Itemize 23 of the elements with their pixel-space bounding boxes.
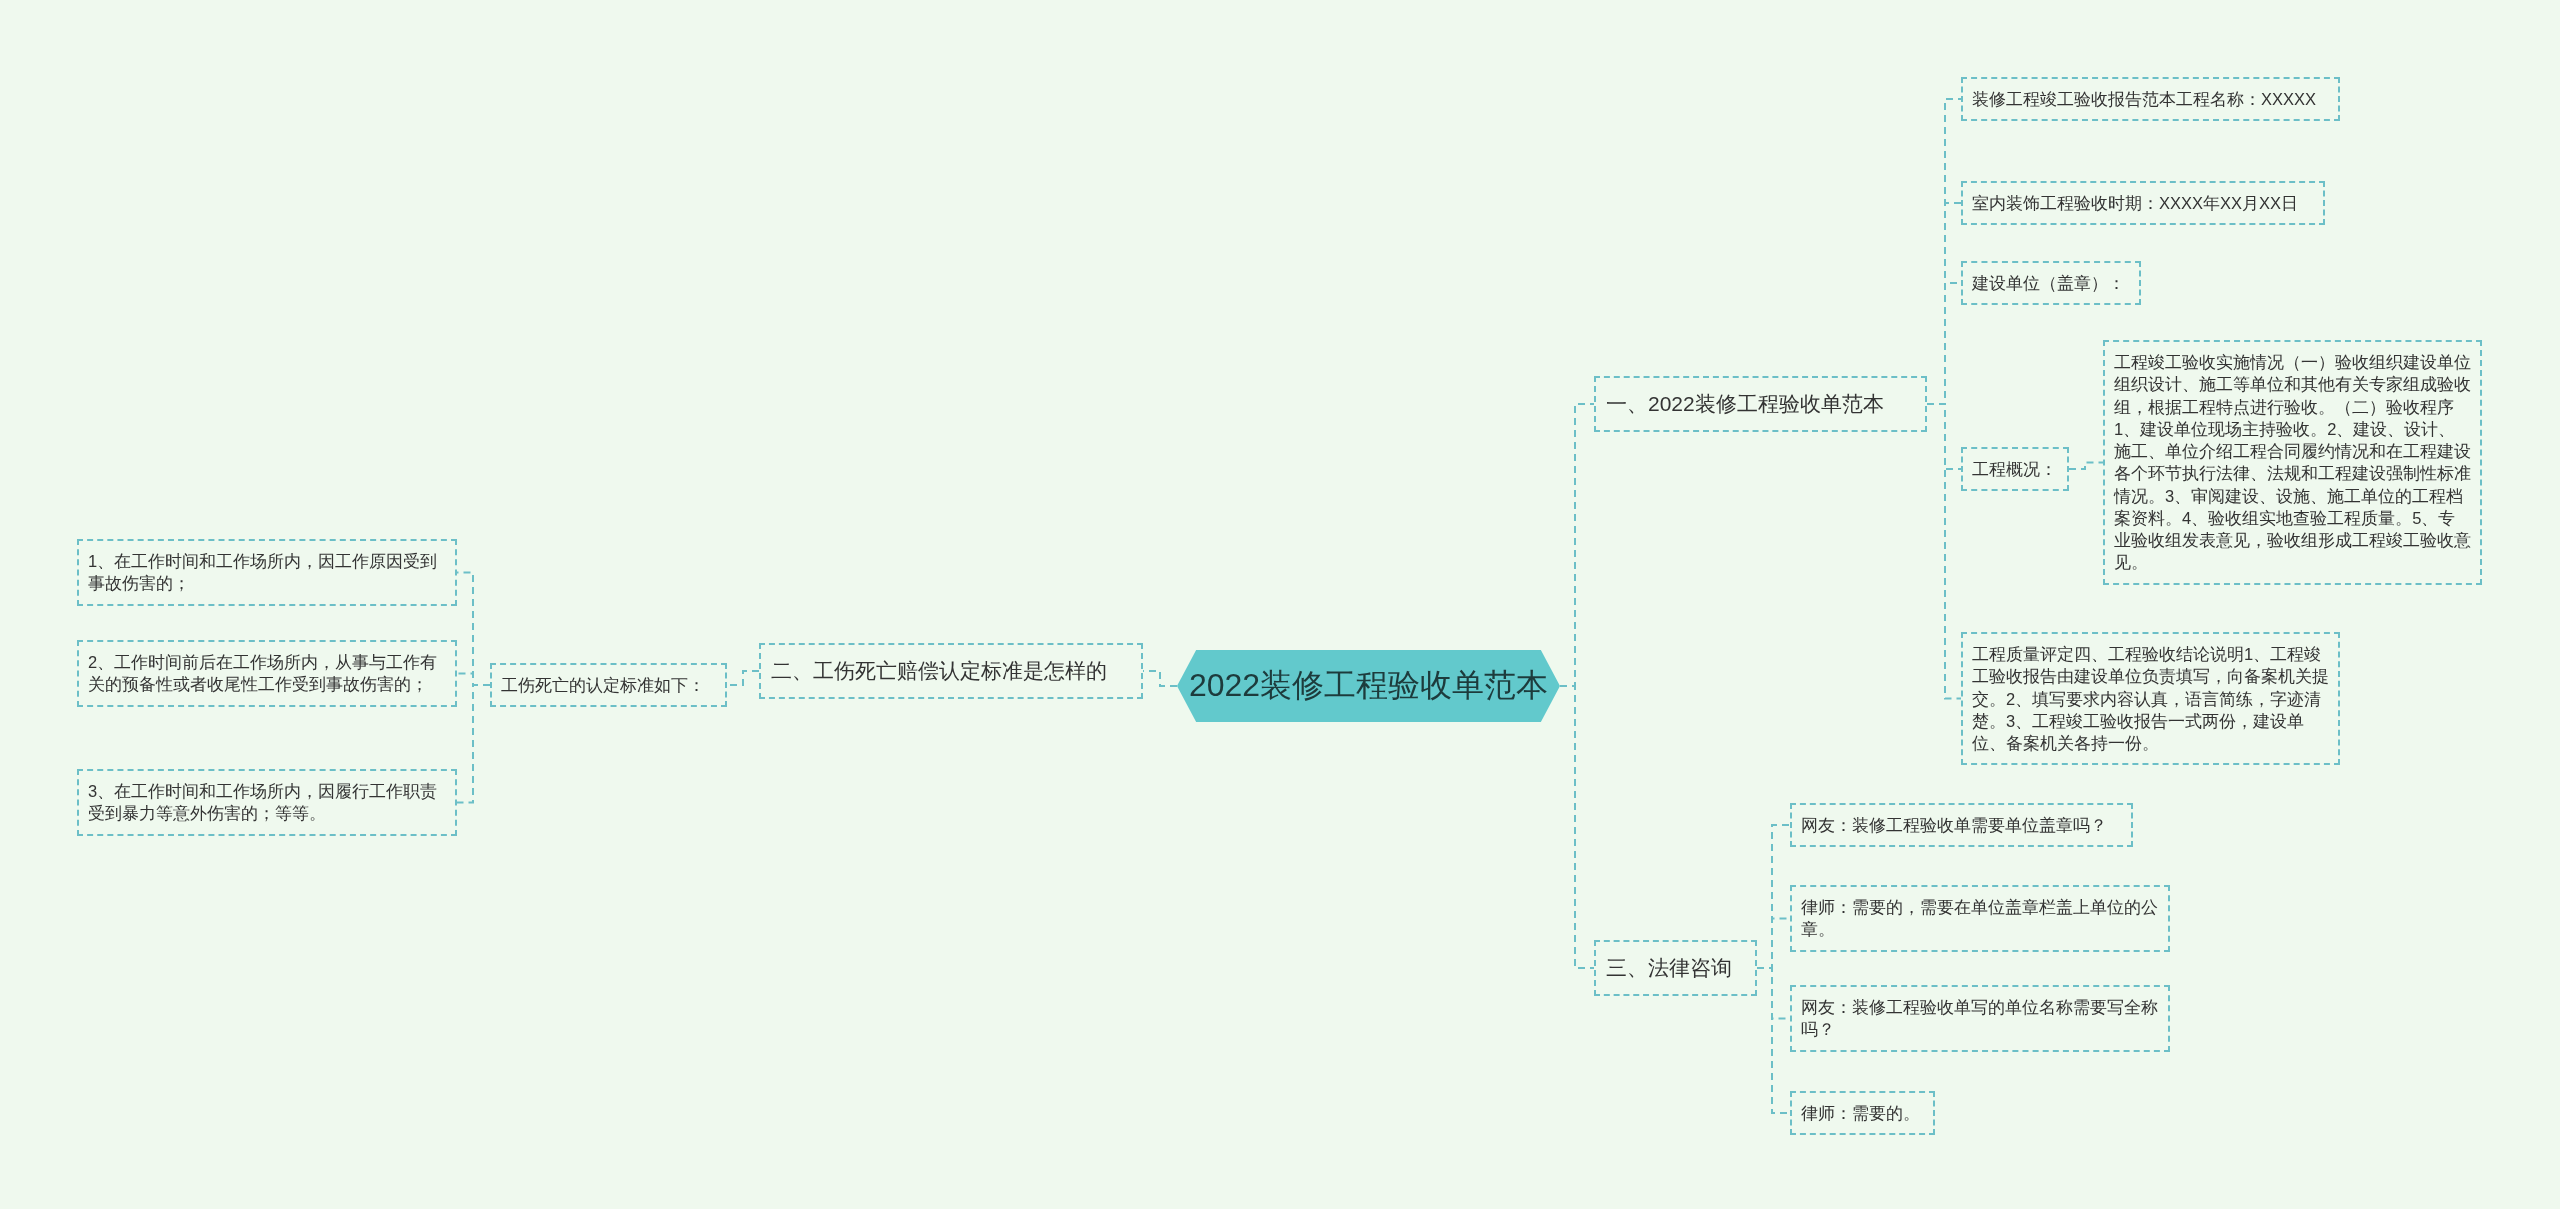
topic-box: 律师：需要的，需要在单位盖章栏盖上单位的公章。 [1790, 885, 2170, 952]
topic-box: 网友：装修工程验收单写的单位名称需要写全称吗？ [1790, 985, 2170, 1052]
topic-box: 工程质量评定四、工程验收结论说明1、工程竣工验收报告由建设单位负责填写，向备案机关提交。2、填写要求内容认真，语言简练，字迹清楚。3、工程竣工验收报告一式两份，建设单位、备案机关各持一份。 [1961, 632, 2340, 766]
connector [2068, 461, 2104, 470]
connector [1926, 403, 1962, 700]
topic-box: 室内装饰工程验收时期：XXXX年XX月XX日 [1961, 181, 2325, 226]
topic-box: 建设单位（盖章）： [1961, 261, 2141, 306]
topic-box: 工程竣工验收实施情况（一）验收组织建设单位组织设计、施工等单位和其他有关专家组成验收组，根据工程特点进行验收。（二）验收程序1、建设单位现场主持验收。2、建设、设计、施工、单位介绍工程合同履约情况和在工程建设各个环节执行法律、法规和工程建设强制性标准情况。3、审阅建设、设施、施工单位的工程档案资料。4、验收组实地查验工程质量。5、专业验收组发表意见，验收组形成工程竣工验收意见。 [2103, 340, 2482, 585]
connector [1559, 685, 1595, 969]
topic-box: 工伤死亡的认定标准如下： [490, 663, 727, 708]
topic-box: 网友：装修工程验收单需要单位盖章吗？ [1790, 803, 2133, 848]
topic-box: 1、在工作时间和工作场所内，因工作原因受到事故伤害的； [77, 539, 457, 606]
connector [456, 684, 491, 804]
topic-box: 律师：需要的。 [1790, 1091, 1935, 1136]
central-topic: 2022装修工程验收单范本 [1177, 650, 1560, 722]
connector [1142, 670, 1178, 687]
topic-box: 三、法律咨询 [1594, 940, 1757, 997]
topic-box: 一、2022装修工程验收单范本 [1594, 376, 1927, 433]
topic-box: 3、在工作时间和工作场所内，因履行工作职责受到暴力等意外伤害的；等等。 [77, 769, 457, 836]
topic-box: 二、工伤死亡赔偿认定标准是怎样的 [759, 643, 1143, 700]
topic-box: 2、工作时间前后在工作场所内，从事与工作有关的预备性或者收尾性工作受到事故伤害的； [77, 640, 457, 707]
topic-box: 装修工程竣工验收报告范本工程名称：XXXXX [1961, 77, 2340, 122]
topic-box: 工程概况： [1961, 447, 2069, 492]
